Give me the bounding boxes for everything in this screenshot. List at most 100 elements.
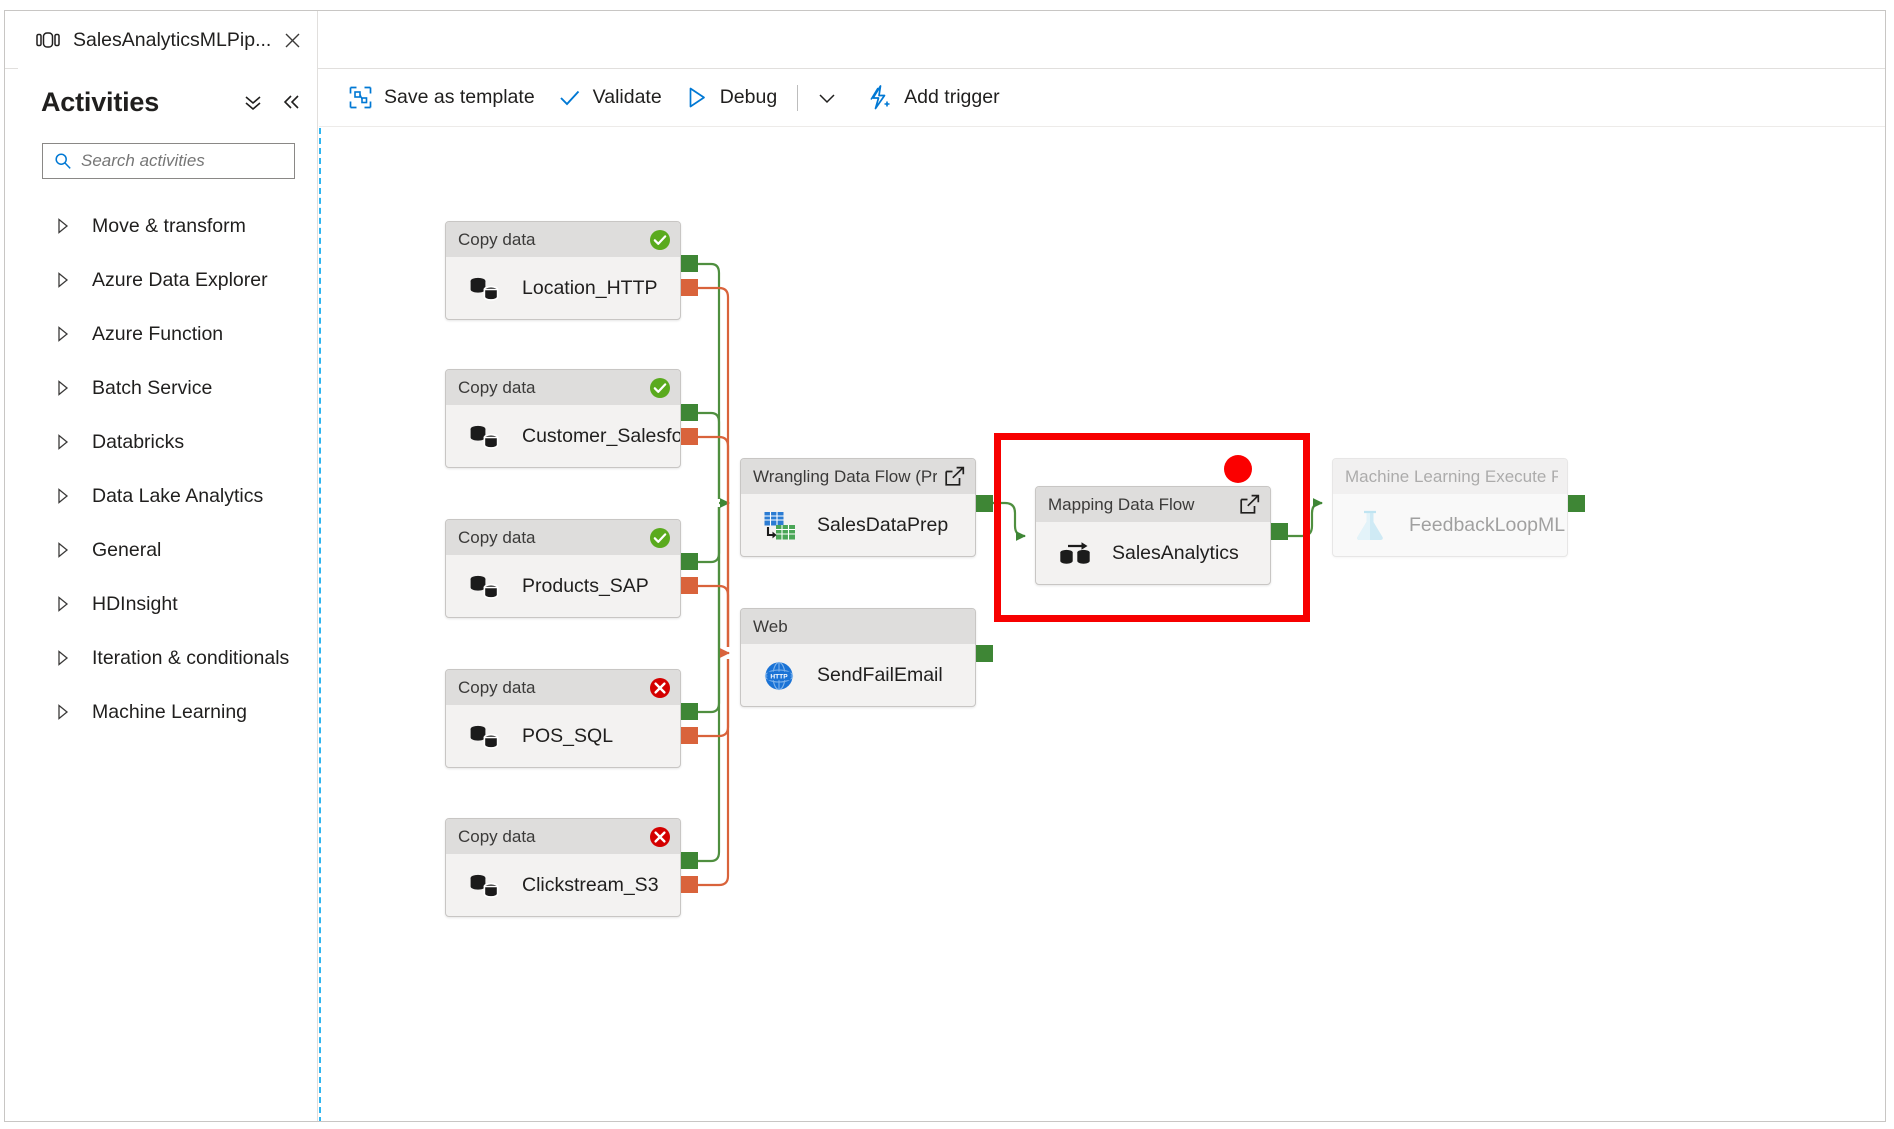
sidebar-item-azure-data-explorer[interactable]: Azure Data Explorer bbox=[18, 253, 318, 307]
node-type-label: Copy data bbox=[458, 826, 536, 846]
pipeline-node-salesdataprep[interactable]: Wrangling Data Flow (Preview bbox=[740, 458, 976, 557]
sidebar-item-iteration-conditionals[interactable]: Iteration & conditionals bbox=[18, 631, 318, 685]
node-body: Clickstream_S3 bbox=[446, 854, 680, 916]
play-triangle-icon bbox=[684, 85, 709, 110]
sidebar-item-label: Azure Data Explorer bbox=[92, 268, 268, 291]
node-type-label: Copy data bbox=[458, 377, 536, 397]
sidebar-item-azure-function[interactable]: Azure Function bbox=[18, 307, 318, 361]
port-success-clickstream-s3[interactable] bbox=[681, 852, 698, 869]
port-success-pos-sql[interactable] bbox=[681, 703, 698, 720]
debug-breakpoint-dot[interactable] bbox=[1224, 455, 1252, 483]
checkmark-icon bbox=[557, 85, 582, 110]
pipeline-node-customer-salesforce[interactable]: Copy data bbox=[445, 369, 681, 468]
node-header: Copy data bbox=[446, 222, 680, 257]
sidebar-item-move-transform[interactable]: Move & transform bbox=[18, 199, 318, 253]
save-as-template-button[interactable]: Save as template bbox=[337, 78, 546, 118]
chevron-right-icon bbox=[56, 272, 78, 288]
port-failure-pos-sql[interactable] bbox=[681, 727, 698, 744]
pipeline-node-pos-sql[interactable]: Copy data bbox=[445, 669, 681, 768]
chevron-right-icon bbox=[56, 380, 78, 396]
pipeline-canvas[interactable]: Copy data bbox=[319, 128, 1885, 1121]
port-success-location-http[interactable] bbox=[681, 255, 698, 272]
node-body: Products_SAP bbox=[446, 555, 680, 617]
port-failure-products-sap[interactable] bbox=[681, 577, 698, 594]
close-icon[interactable] bbox=[281, 29, 303, 51]
port-success-salesdataprep[interactable] bbox=[976, 495, 993, 512]
sidebar-item-label: Data Lake Analytics bbox=[92, 484, 264, 507]
sidebar-item-label: Move & transform bbox=[92, 214, 246, 237]
sidebar-item-label: Iteration & conditionals bbox=[92, 646, 290, 669]
copy-data-icon bbox=[468, 871, 506, 901]
wrangling-data-flow-icon bbox=[763, 510, 801, 542]
chevron-right-icon bbox=[56, 542, 78, 558]
node-name-label: Clickstream_S3 bbox=[522, 874, 659, 896]
toolbar-divider bbox=[797, 84, 799, 111]
port-failure-clickstream-s3[interactable] bbox=[681, 876, 698, 893]
debug-button[interactable]: Debug bbox=[673, 78, 788, 118]
port-failure-location-http[interactable] bbox=[681, 279, 698, 296]
tab-salesanalyticsmlpipeline[interactable]: SalesAnalyticsMLPip... bbox=[18, 11, 318, 69]
open-external-icon[interactable] bbox=[1238, 493, 1261, 516]
search-input[interactable] bbox=[81, 146, 305, 176]
port-success-salesanalytics[interactable] bbox=[1271, 523, 1288, 540]
node-name-label: Location_HTTP bbox=[522, 277, 658, 299]
node-name-label: Products_SAP bbox=[522, 575, 649, 597]
copy-data-icon bbox=[468, 422, 506, 452]
sidebar-item-data-lake-analytics[interactable]: Data Lake Analytics bbox=[18, 469, 318, 523]
add-trigger-label: Add trigger bbox=[904, 86, 1000, 108]
sidebar-item-batch-service[interactable]: Batch Service bbox=[18, 361, 318, 415]
collapse-panel-icon[interactable] bbox=[278, 89, 304, 115]
sidebar-item-label: General bbox=[92, 538, 162, 561]
status-success-icon bbox=[649, 229, 671, 251]
chevron-right-icon bbox=[56, 326, 78, 342]
add-trigger-bolt-icon bbox=[866, 84, 893, 111]
port-success-products-sap[interactable] bbox=[681, 553, 698, 570]
chevron-right-icon bbox=[56, 650, 78, 666]
port-success-sendfailemail[interactable] bbox=[976, 645, 993, 662]
node-name-label: POS_SQL bbox=[522, 725, 614, 747]
port-success-feedbackloopml[interactable] bbox=[1568, 495, 1585, 512]
port-success-customer-salesforce[interactable] bbox=[681, 404, 698, 421]
node-header: Copy data bbox=[446, 370, 680, 405]
mapping-data-flow-icon bbox=[1058, 539, 1096, 569]
collapse-all-icon[interactable] bbox=[240, 89, 266, 115]
sidebar-item-label: HDInsight bbox=[92, 592, 178, 615]
sidebar-item-hdinsight[interactable]: HDInsight bbox=[18, 577, 318, 631]
node-body: Customer_Salesforce bbox=[446, 405, 681, 467]
node-type-label: Copy data bbox=[458, 677, 536, 697]
node-body: HTTP SendFailEmail bbox=[741, 644, 975, 706]
pipeline-node-location-http[interactable]: Copy data bbox=[445, 221, 681, 320]
pipeline-node-clickstream-s3[interactable]: Copy data bbox=[445, 818, 681, 917]
chevron-right-icon bbox=[56, 434, 78, 450]
page-title: Activities bbox=[41, 86, 160, 117]
node-header: Copy data bbox=[446, 819, 680, 854]
node-header: Copy data bbox=[446, 670, 680, 705]
pipeline-node-sendfailemail[interactable]: Web HTTP SendFailEmail bbox=[740, 608, 976, 707]
sidebar-item-label: Azure Function bbox=[92, 322, 224, 345]
debug-dropdown-caret-icon[interactable] bbox=[807, 78, 847, 118]
pipeline-node-feedbackloopml[interactable]: Machine Learning Execute Pipeline Feedba… bbox=[1332, 458, 1568, 557]
sidebar-item-machine-learning[interactable]: Machine Learning bbox=[18, 685, 318, 739]
node-body: Location_HTTP bbox=[446, 257, 680, 319]
chevron-right-icon bbox=[56, 596, 78, 612]
node-header: Wrangling Data Flow (Preview bbox=[741, 459, 975, 494]
node-name-label: Customer_Salesforce bbox=[522, 425, 681, 447]
search-icon bbox=[54, 152, 72, 170]
pipeline-toolbar: Save as template Validate Debug bbox=[319, 69, 1885, 127]
node-header: Machine Learning Execute Pipeline bbox=[1333, 459, 1567, 494]
sidebar-item-databricks[interactable]: Databricks bbox=[18, 415, 318, 469]
pipeline-node-salesanalytics[interactable]: Mapping Data Flow bbox=[1035, 486, 1271, 585]
chevron-right-icon bbox=[56, 218, 78, 234]
validate-button[interactable]: Validate bbox=[546, 78, 673, 118]
port-failure-customer-salesforce[interactable] bbox=[681, 428, 698, 445]
web-http-icon: HTTP bbox=[763, 660, 801, 692]
open-external-icon[interactable] bbox=[943, 465, 966, 488]
save-as-template-label: Save as template bbox=[384, 86, 535, 108]
chevron-right-icon bbox=[56, 704, 78, 720]
save-as-template-icon bbox=[348, 85, 373, 110]
node-type-label: Wrangling Data Flow (Preview bbox=[753, 466, 937, 486]
search-activities-box[interactable] bbox=[42, 143, 305, 179]
pipeline-node-products-sap[interactable]: Copy data bbox=[445, 519, 681, 618]
add-trigger-button[interactable]: Add trigger bbox=[855, 78, 1010, 118]
sidebar-item-general[interactable]: General bbox=[18, 523, 318, 577]
